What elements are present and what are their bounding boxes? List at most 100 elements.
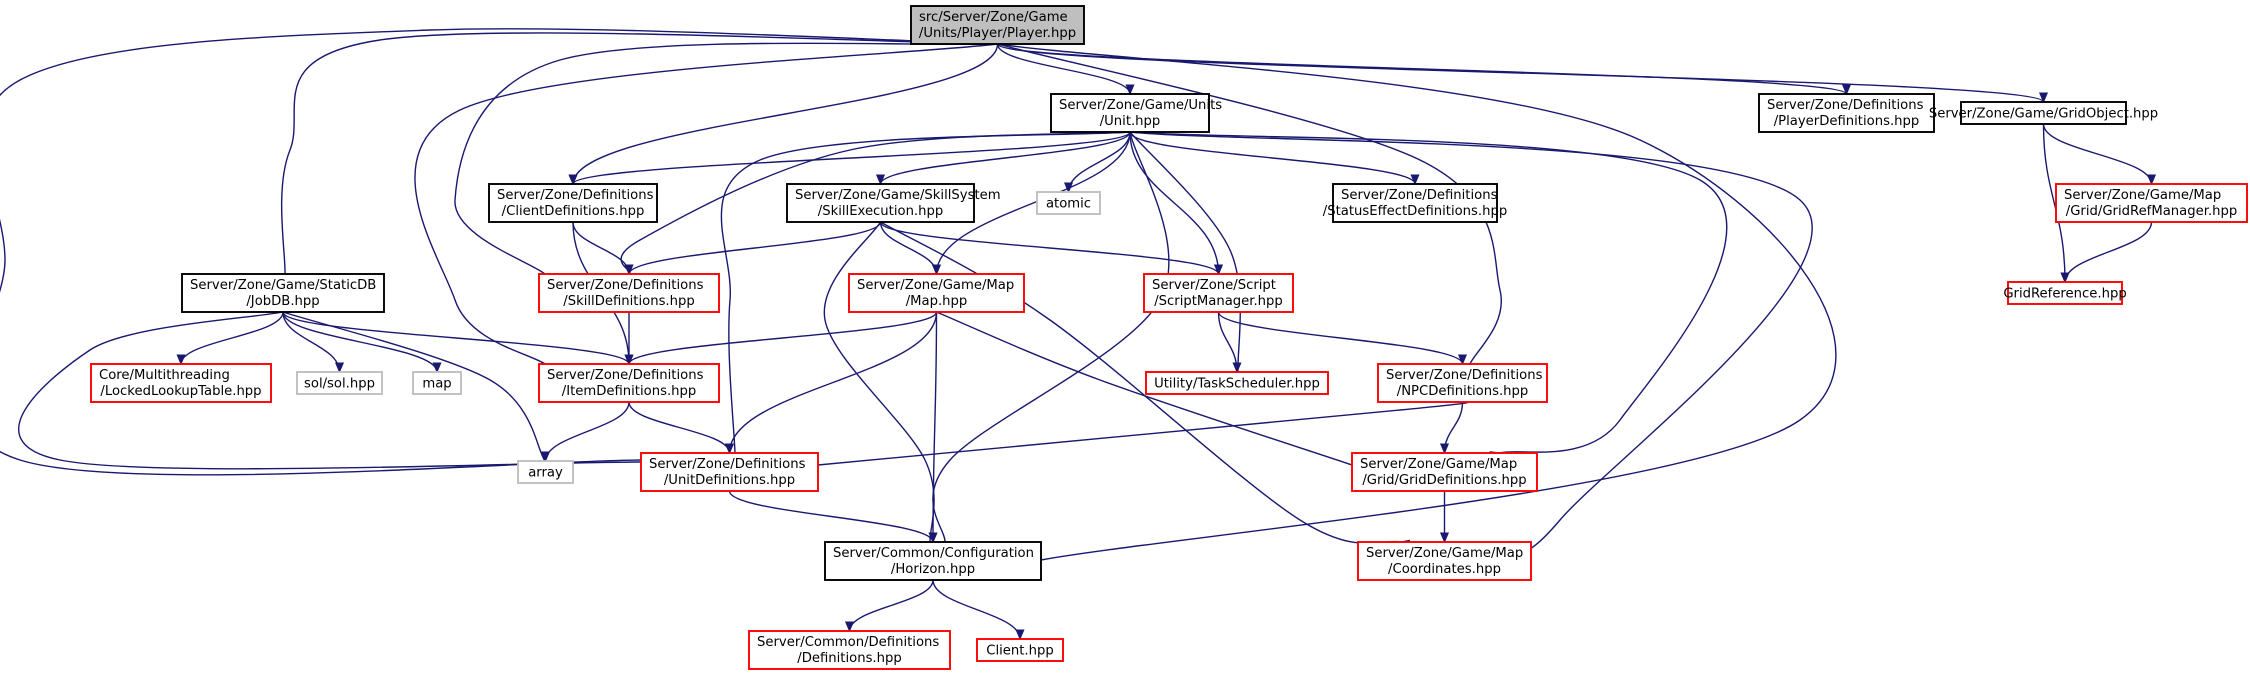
node-box bbox=[1351, 452, 1538, 492]
node-label-line: Utility/TaskScheduler.hpp bbox=[1154, 377, 1320, 392]
node-box bbox=[1332, 183, 1498, 223]
node-gridobject[interactable]: Server/Zone/Game/GridObject.hpp bbox=[1929, 101, 2158, 125]
node-label-line: /Map.hpp bbox=[906, 294, 968, 309]
node-array[interactable]: array bbox=[517, 460, 574, 484]
node-box bbox=[2007, 281, 2123, 305]
node-label-line: Server/Zone/Game/Map bbox=[2064, 188, 2221, 203]
node-statuseffect[interactable]: Server/Zone/Definitions/StatusEffectDefi… bbox=[1323, 183, 1507, 223]
node-label-line: /SkillDefinitions.hpp bbox=[563, 294, 694, 309]
node-jobdb[interactable]: Server/Zone/Game/StaticDB/JobDB.hpp bbox=[181, 273, 385, 313]
node-skillexec[interactable]: Server/Zone/Game/SkillSystem/SkillExecut… bbox=[786, 183, 1001, 223]
node-label-line: atomic bbox=[1046, 197, 1091, 212]
edge-player-to-jobdb bbox=[282, 32, 998, 284]
edge-line bbox=[282, 32, 998, 284]
node-label-line: Server/Zone/Script bbox=[1152, 278, 1276, 293]
node-coordinates[interactable]: Server/Zone/Game/Map/Coordinates.hpp bbox=[1357, 541, 1532, 581]
node-label-line: Server/Zone/Definitions bbox=[649, 457, 806, 472]
node-locked[interactable]: Core/Multithreading/LockedLookupTable.hp… bbox=[90, 363, 272, 403]
edge-jobdb-to-mapstd bbox=[282, 311, 437, 372]
node-label-line: Server/Zone/Game/Units bbox=[1059, 98, 1222, 113]
node-box bbox=[90, 363, 272, 403]
edge-line bbox=[996, 43, 1131, 94]
edge-unit-to-skillexec bbox=[881, 131, 1131, 184]
node-itemdefs[interactable]: Server/Zone/Definitions/ItemDefinitions.… bbox=[538, 363, 720, 403]
node-atomic[interactable]: atomic bbox=[1036, 191, 1101, 215]
node-label-line: Server/Zone/Definitions bbox=[547, 368, 704, 383]
node-box bbox=[488, 183, 658, 223]
edge-itemdefs-to-array bbox=[546, 401, 630, 461]
node-box bbox=[1758, 93, 1935, 133]
node-commondefs[interactable]: Server/Common/Definitions/Definitions.hp… bbox=[748, 630, 951, 670]
node-box bbox=[181, 273, 385, 313]
edge-skillexec-to-skilldefs bbox=[629, 221, 882, 274]
node-label-line: sol/sol.hpp bbox=[304, 377, 375, 392]
edge-line bbox=[1217, 311, 1238, 372]
node-label-line: Server/Zone/Definitions bbox=[547, 278, 704, 293]
edge-map-to-itemdefs bbox=[629, 311, 938, 364]
node-label-line: Server/Zone/Definitions bbox=[1386, 368, 1543, 383]
node-gridref[interactable]: GridReference.hpp bbox=[2003, 281, 2127, 305]
node-label-line: /Grid/GridRefManager.hpp bbox=[2066, 204, 2237, 219]
node-client[interactable]: Client.hpp bbox=[976, 638, 1064, 662]
node-sol[interactable]: sol/sol.hpp bbox=[296, 371, 383, 395]
edge-line bbox=[629, 221, 882, 274]
edge-line bbox=[454, 42, 998, 279]
node-mapstd[interactable]: map bbox=[412, 371, 462, 395]
edge-line bbox=[628, 401, 730, 453]
edge-line bbox=[282, 311, 340, 372]
node-label-line: Server/Zone/Definitions bbox=[497, 188, 654, 203]
edge-line bbox=[282, 311, 437, 372]
node-label-line: Server/Zone/Game/SkillSystem bbox=[795, 188, 1001, 203]
node-box bbox=[1145, 371, 1329, 395]
node-label-line: map bbox=[422, 377, 451, 392]
edge-line bbox=[730, 311, 938, 453]
edge-unitdefs-to-horizon bbox=[728, 490, 934, 542]
node-label-line: Core/Multithreading bbox=[99, 368, 230, 383]
node-label-line: Server/Zone/Game/Map bbox=[1360, 457, 1517, 472]
node-clientdefs[interactable]: Server/Zone/Definitions/ClientDefinition… bbox=[488, 183, 658, 223]
node-unit[interactable]: Server/Zone/Game/Units/Unit.hpp bbox=[1050, 93, 1222, 133]
node-label-line: array bbox=[528, 466, 563, 481]
node-label-line: /SkillExecution.hpp bbox=[818, 204, 943, 219]
node-unitdefs[interactable]: Server/Zone/Definitions/UnitDefinitions.… bbox=[640, 452, 819, 492]
edge-line bbox=[2042, 123, 2152, 184]
node-map[interactable]: Server/Zone/Game/Map/Map.hpp bbox=[848, 273, 1025, 313]
edge-unit-to-scriptmgr bbox=[1129, 131, 1219, 274]
node-skilldefs[interactable]: Server/Zone/Definitions/SkillDefinitions… bbox=[538, 273, 720, 313]
node-taskscheduler[interactable]: Utility/TaskScheduler.hpp bbox=[1145, 371, 1329, 395]
edge-clientdefs-to-skilldefs bbox=[572, 221, 629, 274]
node-label-line: Server/Zone/Game/Map bbox=[857, 278, 1014, 293]
edge-player-to-clientdefs bbox=[573, 43, 999, 184]
edge-gridrefmgr-to-gridref bbox=[2065, 221, 2153, 282]
edge-player-to-itemdefs bbox=[414, 43, 998, 369]
node-box bbox=[2055, 183, 2248, 223]
node-box bbox=[538, 273, 720, 313]
node-label-line: /Coordinates.hpp bbox=[1388, 562, 1501, 577]
edge-line bbox=[2042, 123, 2066, 282]
node-scriptmgr[interactable]: Server/Zone/Script/ScriptManager.hpp bbox=[1143, 273, 1294, 313]
edge-jobdb-to-locked bbox=[181, 311, 284, 364]
edge-line bbox=[573, 43, 999, 184]
edge-jobdb-to-sol bbox=[282, 311, 340, 372]
node-gridrefmgr[interactable]: Server/Zone/Game/Map/Grid/GridRefManager… bbox=[2055, 183, 2248, 223]
node-horizon[interactable]: Server/Common/Configuration/Horizon.hpp bbox=[824, 541, 1042, 581]
node-griddefs[interactable]: Server/Zone/Game/Map/Grid/GridDefinition… bbox=[1351, 452, 1538, 492]
node-player[interactable]: src/Server/Zone/Game/Units/Player/Player… bbox=[910, 5, 1085, 45]
edge-player-to-unit bbox=[996, 43, 1131, 94]
node-label-line: /StatusEffectDefinitions.hpp bbox=[1323, 204, 1507, 219]
node-box bbox=[786, 183, 975, 223]
node-label-line: Server/Zone/Definitions bbox=[1767, 98, 1924, 113]
edge-line bbox=[546, 401, 630, 461]
node-npcdefs[interactable]: Server/Zone/Definitions/NPCDefinitions.h… bbox=[1377, 363, 1548, 403]
node-box bbox=[296, 371, 383, 395]
edge-itemdefs-to-unitdefs bbox=[628, 401, 730, 453]
edge-line bbox=[2065, 221, 2153, 282]
edge-line bbox=[728, 490, 934, 542]
edge-line bbox=[932, 579, 1020, 639]
node-label-line: Server/Zone/Game/StaticDB bbox=[190, 278, 376, 293]
node-label-line: GridReference.hpp bbox=[2003, 287, 2126, 302]
edge-line bbox=[1445, 401, 1464, 453]
node-playerdefs[interactable]: Server/Zone/Definitions/PlayerDefinition… bbox=[1758, 93, 1935, 133]
edge-npcdefs-to-griddefs bbox=[1445, 401, 1464, 453]
